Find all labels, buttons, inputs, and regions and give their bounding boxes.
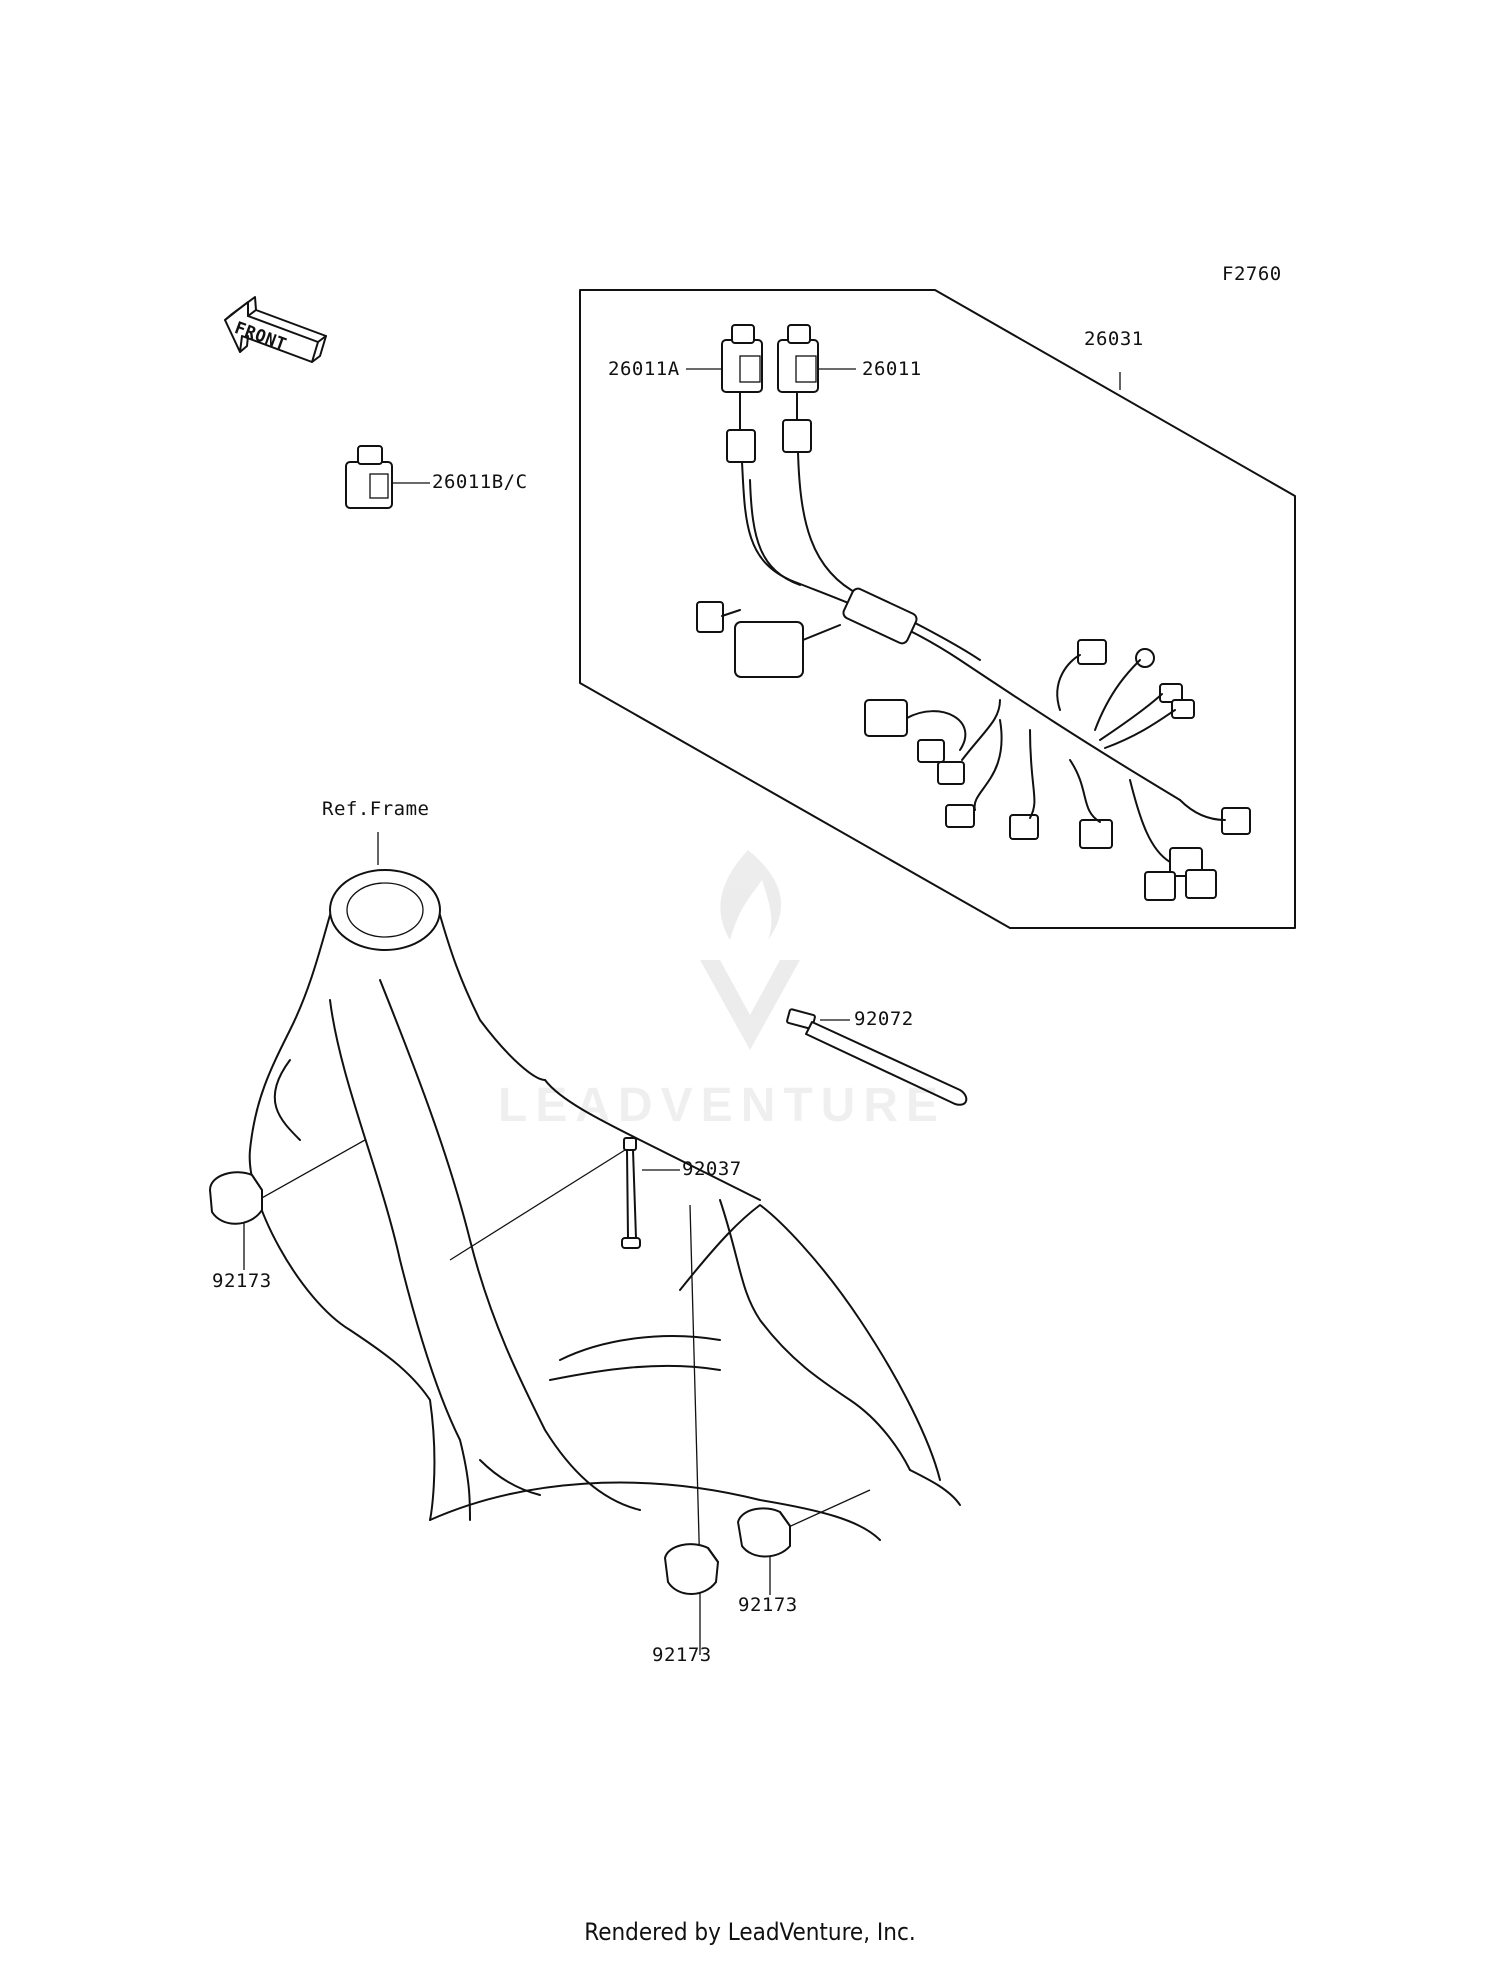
label-relay-a[interactable]: 26011A	[608, 358, 680, 380]
clamp-92173-bottom-icon	[664, 1543, 719, 1595]
clamp-92037-icon	[621, 1137, 641, 1249]
label-relay[interactable]: 26011	[862, 358, 922, 380]
band-92072-icon	[786, 1008, 968, 1106]
label-clamp-bolt[interactable]: 92037	[682, 1158, 742, 1180]
label-clamp-bottom[interactable]: 92173	[652, 1644, 712, 1666]
wiring-harness-icon	[696, 391, 1251, 901]
frame-icon	[248, 869, 961, 1541]
label-clamp-right[interactable]: 92173	[738, 1594, 798, 1616]
label-band[interactable]: 92072	[854, 1008, 914, 1030]
watermark-logo	[700, 850, 800, 1050]
relay-26011a-icon	[721, 324, 763, 393]
relay-26011-icon	[777, 324, 819, 393]
diagram-code: F2760	[1222, 263, 1282, 285]
footer-credit: Rendered by LeadVenture, Inc.	[584, 1918, 916, 1946]
front-arrow-icon	[224, 296, 327, 363]
leader-lines	[243, 368, 1121, 1655]
clamp-92173-left-icon	[209, 1171, 263, 1225]
label-clamp-left[interactable]: 92173	[212, 1270, 272, 1292]
label-relay-bc[interactable]: 26011B/C	[432, 471, 528, 493]
harness-kit-box	[579, 289, 1296, 929]
label-harness[interactable]: 26031	[1084, 328, 1144, 350]
label-frame-ref[interactable]: Ref.Frame	[322, 798, 430, 820]
watermark-text: LEADVENTURE	[498, 1079, 947, 1132]
relay-26011bc-icon	[345, 445, 393, 509]
clamp-92173-right-icon	[737, 1507, 791, 1558]
